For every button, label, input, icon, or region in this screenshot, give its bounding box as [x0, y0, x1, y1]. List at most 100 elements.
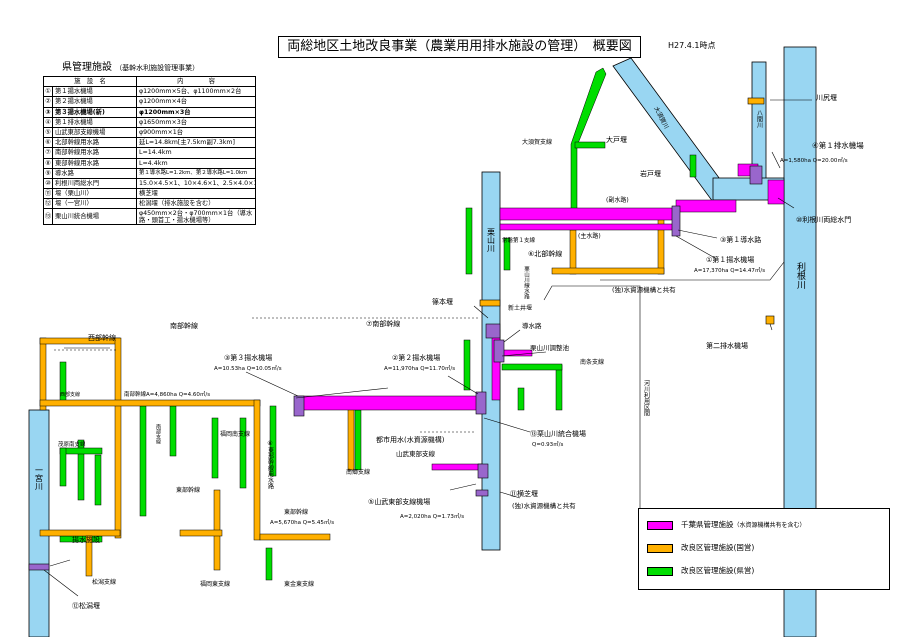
kuriyama-river-label: 栗山川 [487, 228, 496, 252]
toubu-main-label: 東部幹線 [176, 486, 200, 494]
map-labels: 利根川 栗山川 一宮川 八間川 大須賀川 川尻堰 ④第１排水機場 A=1,580… [35, 93, 865, 610]
donsuiro-label: 導水路 [522, 321, 542, 330]
seibu-line-label: 西部幹線 [88, 333, 116, 342]
tobu-line-label: ⑧東部幹線用水路 [267, 440, 274, 490]
kuriyama-pond-label: 栗山川調整池 [530, 343, 570, 352]
row-name: 利根川両総水門 [51, 177, 138, 190]
legend-label: 千葉県管理施設 [681, 520, 734, 529]
row-detail: φ1200mm×5台、φ1100mm×2台 [136, 86, 256, 98]
green-lines [59, 67, 697, 581]
ichinomiya-river-label: 一宮川 [35, 466, 44, 490]
row-no: ⑤ [43, 126, 53, 139]
legend-note: （水資源機構共有を含む） [733, 522, 806, 529]
matsugata-branch-label: 松潟支線 [92, 578, 116, 586]
row-detail: 横芝堰 [136, 188, 256, 200]
row-detail: L=14.4km [136, 147, 256, 159]
row-detail: φ900mm×1台 [136, 126, 256, 139]
row-detail: 第１導水路L=1.2km、第２導水路L=1.0km [136, 167, 256, 179]
row-name: 第３揚水機場(新) [51, 106, 138, 118]
row-name: 第１排水機場 [51, 116, 138, 128]
sanbu-pump-label: ⑤山武東部支線機場 [368, 497, 430, 506]
yosui-shisetsu-label: 揚水施設 [72, 535, 100, 544]
kuriyama-q-label: Q=0.93㎥/s [532, 440, 564, 448]
row-no: ③ [43, 106, 53, 118]
hachiken-river-label: 八間川 [756, 110, 763, 128]
osuga-river [612, 57, 726, 203]
row-no: ⑫ [43, 198, 53, 210]
row-name: 北部幹線用水路 [51, 137, 138, 149]
row-no: ⑪ [43, 188, 53, 200]
row-no: ⑧ [43, 157, 53, 169]
callouts [43, 99, 812, 597]
date-stamp: H27.4.1時点 [668, 41, 716, 50]
ichinomiya-river [28, 409, 50, 637]
kuriyama-integ-label: ⑬栗山川統合機場 [530, 429, 586, 438]
row-no: ⑦ [43, 147, 53, 159]
row-name: 第２揚水機場 [51, 96, 138, 108]
legend-item-national: 改良区管理施設(国営) [647, 542, 754, 556]
row-detail: 15.0×4.5×1、10×4.6×1、2.5×4.0×1 [136, 177, 256, 190]
nanbu-a-label: 南部幹線A=4,860ha Q=4.60㎥/s [124, 390, 210, 398]
row-name: 第１揚水機場 [51, 86, 138, 98]
row-name: 堰（一宮川） [51, 198, 138, 210]
toshi-water-label: 都市用水(水資源機構) [376, 435, 445, 444]
legend: 千葉県管理施設（水資源機構共有を含む） 改良区管理施設(国営) 改良区管理施設(… [638, 508, 890, 590]
iwatoseki-label: 岩戸堰 [640, 169, 661, 178]
row-no: ① [43, 86, 53, 98]
row-name: 栗山川統合機場 [51, 208, 138, 226]
row-no: ⑥ [43, 137, 53, 149]
row-no: ④ [43, 116, 53, 128]
nanbu-line-label: 南部幹線 [170, 321, 198, 330]
nanbu-line-7-label: ⑦南部幹線 [366, 319, 400, 328]
dashed-arrows [54, 317, 480, 433]
fukuoka-east-label: 福岡東支線 [200, 580, 230, 588]
row-detail: φ1200mm×4台 [136, 96, 256, 108]
legend-label: 改良区管理施設(県営) [681, 566, 755, 575]
daini-pump-label: 第二排水機場 [706, 341, 748, 350]
otoseki-label: 大戸堰 [606, 135, 627, 144]
section-subtitle: （基幹水利施設管理事業） [115, 64, 200, 72]
nanbu-branch-e-label: 南条支線 [580, 358, 604, 366]
row-name: 導水路 [51, 167, 138, 179]
hokubu-line-label: ⑥北部幹線 [528, 249, 562, 258]
shinoseki-label: 篠本堰 [432, 297, 453, 306]
row-no: ⑩ [43, 177, 53, 190]
legend-item-prefectural-district: 改良区管理施設(県営) [647, 565, 754, 579]
pump4-label: ④第１排水機場 [812, 140, 864, 150]
row-detail: L=4.4km [136, 157, 256, 169]
pump3-label: ③第３揚水機場 [224, 353, 272, 362]
river-section-label: 河川利用区間 [643, 379, 650, 417]
matsugata-weir-label: ⑫松潟堰 [72, 601, 100, 610]
pump1-label: ①第１揚水機場 [706, 255, 754, 264]
row-detail: φ1200mm×3台 [136, 106, 256, 118]
sanbu-east-branch-label: 山武東部支線 [396, 449, 436, 458]
legend-item-prefecture: 千葉県管理施設（水資源機構共有を含む） [647, 519, 806, 533]
tobu-line-small-label: 東部幹線 [284, 508, 308, 516]
shintoi-label: 新土井堰 [508, 304, 532, 312]
legend-swatch-orange [647, 543, 673, 553]
conduit3-label: ③第１導水路 [720, 235, 761, 244]
yokoshiba-shared-label: (独)水資源機構と共有 [512, 501, 576, 510]
row-name: 山武東部支線機場 [51, 126, 138, 139]
row-no: ② [43, 96, 53, 108]
row-detail: φ1650mm×3台 [136, 116, 256, 128]
section-title-main: 県管理施設 [62, 62, 112, 73]
nanko-branch-label: 南郷支線 [346, 468, 370, 476]
row-name: 南部幹線用水路 [51, 147, 138, 159]
row-detail: 松潟堰（排水施設を含む） [136, 198, 256, 210]
kuriyama-line-label: 栗山川線水路 [523, 266, 530, 301]
pump1-stats: A=17,370ha Q=14.47㎥/s [694, 266, 765, 274]
row-detail: 延L=14.8km[主7.5km副7.3km] [136, 137, 256, 149]
kawajiri-weir-label: 川尻堰 [816, 93, 837, 102]
